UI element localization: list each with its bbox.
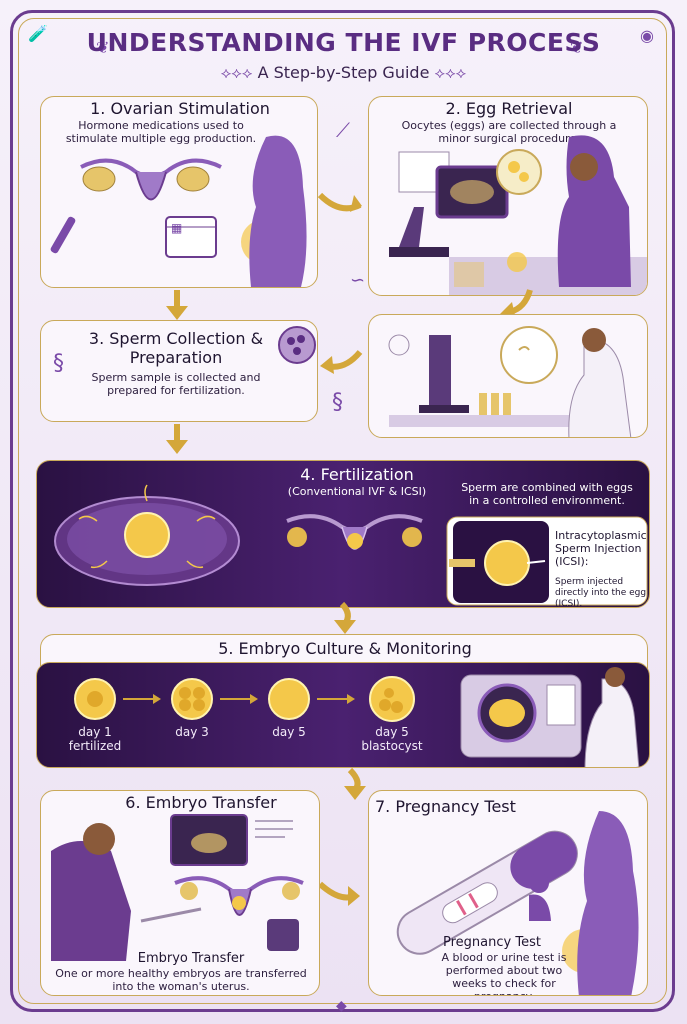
dna-icon: ⟋	[336, 118, 350, 142]
diamond-ornament-icon: ◆	[336, 998, 347, 1014]
arrow-icon	[166, 290, 188, 320]
petri-dish-icon	[54, 484, 648, 606]
pregnancy-test-icon	[396, 811, 639, 995]
dna-icon: ⟡⟡⟡	[220, 63, 258, 82]
step-1-text: Hormone medications used to stimulate mu…	[65, 119, 257, 145]
step-6-title: 6. Embryo Transfer	[125, 793, 277, 812]
outer-frame	[10, 10, 675, 1012]
dna-icon: ⟡⟡⟡	[429, 63, 467, 82]
arrow-icon	[317, 192, 362, 212]
arrow-icon	[344, 767, 366, 800]
step-3-panel: 3. Sperm Collection & Preparation Sperm …	[40, 320, 318, 422]
step-6-text: One or more healthy embryos are transfer…	[55, 967, 307, 993]
page-subtitle: ⟡⟡⟡ A Step-by-Step Guide ⟡⟡⟡	[220, 63, 467, 82]
leaf-ornament-icon: ❦	[570, 38, 584, 57]
step-4-text: Sperm are combined with eggs in a contro…	[461, 481, 633, 507]
calendar-icon: ▦	[171, 221, 183, 235]
step-7-panel: 7. Pregnancy Test Pregnancy Test A blood…	[368, 790, 648, 996]
step-6-panel: 6. Embryo Transfer Embryo Transfer One o…	[40, 790, 320, 996]
step-2-text: Oocytes (eggs) are collected through a m…	[401, 119, 617, 145]
embryo-stages	[74, 667, 640, 767]
step-2-title: 2. Egg Retrieval	[445, 99, 573, 118]
step-1-title: 1. Ovarian Stimulation	[90, 99, 270, 118]
uterus-icon	[51, 814, 304, 961]
arrow-icon	[317, 881, 360, 906]
step-6-caption: Embryo Transfer	[137, 951, 245, 966]
arrow-icon	[166, 424, 188, 454]
arrow-icon	[320, 350, 363, 374]
step-4-panel: 4. Fertilization (Conventional IVF & ICS…	[36, 460, 650, 608]
uterus-icon	[50, 135, 307, 287]
stage-label-day3: day 3	[175, 725, 209, 739]
microscope-icon	[389, 135, 647, 295]
microscope-icon	[388, 326, 632, 437]
stage-label-day1: day 1 fertilized	[68, 725, 122, 753]
sperm-icon: ∽	[350, 270, 366, 291]
leaf-ornament-icon: ❦	[96, 38, 110, 57]
stage-label-blastocyst: day 5 blastocyst	[361, 725, 423, 753]
dna-icon: §	[53, 351, 64, 376]
step-5-stages-panel: day 1 fertilized day 3 day 5 day 5 blast…	[36, 662, 650, 768]
step-5-title: 5. Embryo Culture & Monitoring	[218, 639, 472, 658]
step-7-caption: Pregnancy Test	[443, 935, 541, 950]
arrow-icon	[334, 601, 356, 634]
step-3-text: Sperm sample is collected and prepared f…	[91, 371, 261, 397]
step-7-title: 7. Pregnancy Test	[375, 797, 516, 816]
step-4-title: 4. Fertilization	[300, 465, 414, 484]
stage-label-day5: day 5	[272, 725, 306, 739]
dna-icon: §	[332, 390, 343, 415]
vial-icon: 🧪	[28, 24, 48, 43]
cell-icon: ◉	[640, 26, 654, 45]
icsi-text: Sperm injected directly into the egg (IC…	[555, 577, 647, 608]
step-4-subtitle: (Conventional IVF & ICSI)	[287, 485, 427, 498]
sperm-lab-panel	[368, 314, 648, 438]
page-title: UNDERSTANDING THE IVF PROCESS	[86, 28, 601, 57]
icsi-title: Intracytoplasmic Sperm Injection (ICSI):	[555, 529, 647, 568]
cell-icon	[278, 326, 316, 364]
step-3-title: 3. Sperm Collection & Preparation	[88, 329, 264, 367]
inner-frame	[18, 18, 667, 1004]
step-2-panel: 2. Egg Retrieval Oocytes (eggs) are coll…	[368, 96, 648, 296]
step-7-text: A blood or urine test is performed about…	[441, 951, 567, 995]
step-1-panel: 1. Ovarian Stimulation Hormone medicatio…	[40, 96, 318, 288]
